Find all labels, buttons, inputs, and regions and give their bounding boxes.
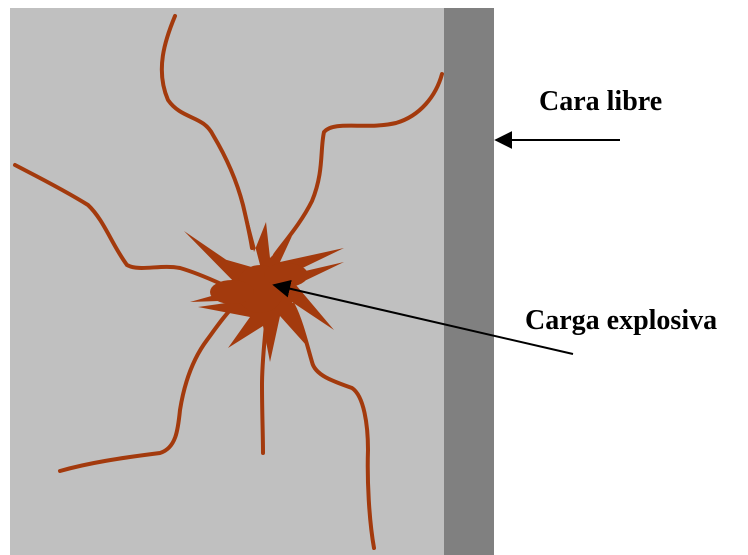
explosive-charge-label: Carga explosiva	[525, 307, 717, 335]
free-face-label: Cara libre	[539, 88, 662, 116]
free-face-strip	[444, 8, 494, 555]
